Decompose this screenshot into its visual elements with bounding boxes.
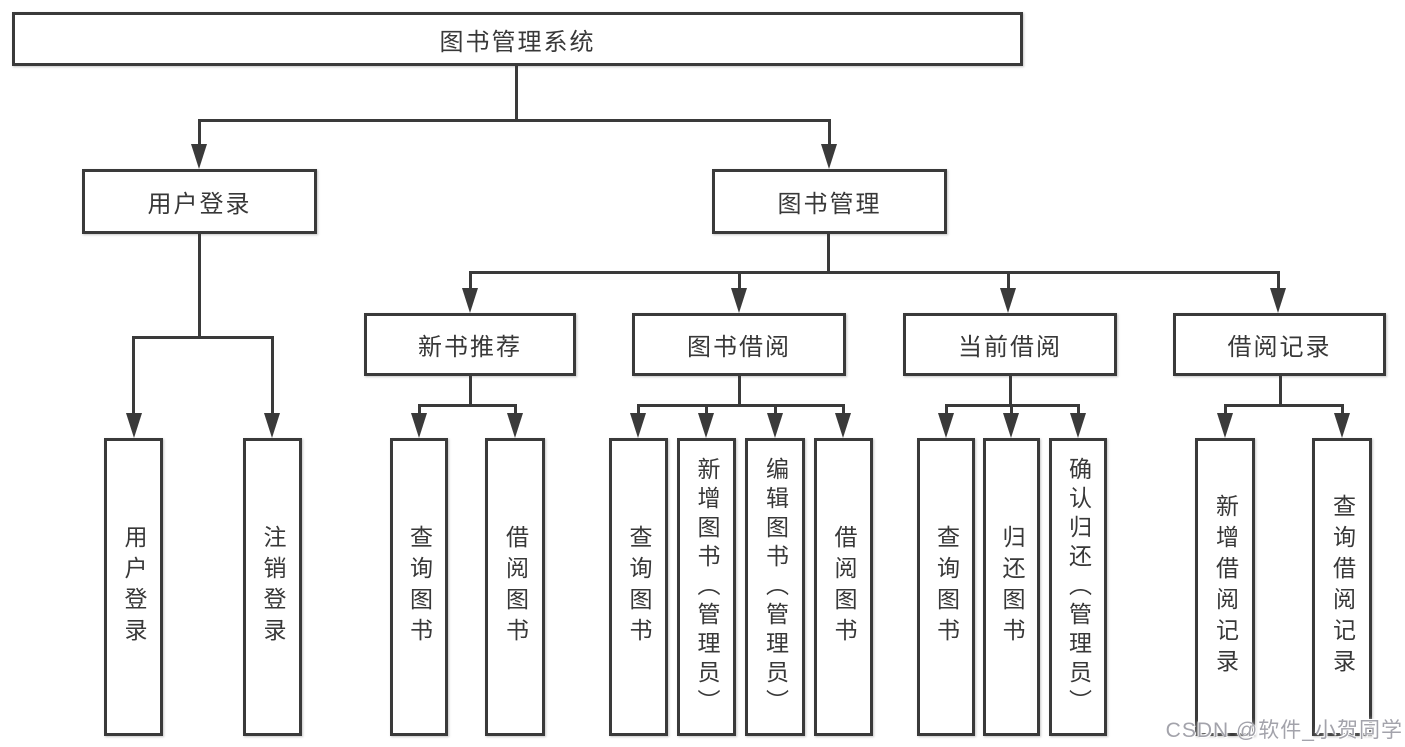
- connector-bookmgmt-stem: [827, 233, 830, 273]
- arrowhead-down-icon: [1270, 288, 1286, 313]
- connector-shaft: [1341, 404, 1344, 413]
- leaf-current-return-books: 归还图书: [983, 438, 1040, 736]
- arrowhead-down-icon: [767, 413, 783, 438]
- node-root-label: 图书管理系统: [439, 28, 596, 56]
- connector-shaft: [418, 404, 421, 413]
- node-new-book-recommend-label: 新书推荐: [418, 334, 522, 361]
- connector-root-stem: [515, 66, 518, 119]
- node-book-management-label: 图书管理: [777, 191, 882, 218]
- leaf-user-login: 用户登录: [104, 438, 163, 736]
- connector-records-rail: [1224, 404, 1343, 407]
- connector-shaft: [1007, 271, 1010, 288]
- connector-shaft: [738, 271, 741, 288]
- arrowhead-down-icon: [507, 413, 523, 438]
- leaf-borrow-query-books-label: 查询图书: [626, 525, 652, 649]
- arrowhead-down-icon: [1334, 413, 1350, 438]
- arrowhead-down-icon: [411, 413, 427, 438]
- connector-shaft: [828, 119, 831, 144]
- connector-shaft: [132, 336, 135, 413]
- node-book-borrow-label: 图书借阅: [687, 334, 791, 361]
- leaf-borrow-edit-books-label: 编辑图书（管理员）: [762, 456, 789, 718]
- watermark: CSDN @软件_小贺同学: [1165, 719, 1403, 742]
- connector-bookborrow-rail: [637, 404, 845, 407]
- leaf-newbooks-borrow-books: 借阅图书: [485, 438, 545, 736]
- connector-shaft: [1010, 404, 1013, 413]
- leaf-logout: 注销登录: [243, 438, 302, 736]
- node-root: 图书管理系统: [12, 12, 1023, 66]
- connector-shaft: [945, 404, 948, 413]
- arrowhead-down-icon: [835, 413, 851, 438]
- leaf-records-query-record: 查询借阅记录: [1312, 438, 1372, 736]
- node-new-book-recommend: 新书推荐: [364, 313, 576, 376]
- node-borrow-records-label: 借阅记录: [1227, 334, 1332, 361]
- connector-shaft: [842, 404, 845, 413]
- leaf-records-query-record-label: 查询借阅记录: [1329, 494, 1356, 680]
- leaf-borrow-borrow-books: 借阅图书: [814, 438, 873, 736]
- leaf-newbooks-query-books: 查询图书: [390, 438, 448, 736]
- arrowhead-down-icon: [462, 288, 478, 313]
- arrowhead-down-icon: [126, 413, 142, 438]
- connector-bookmgmt-rail: [469, 271, 1280, 274]
- arrowhead-down-icon: [630, 413, 646, 438]
- arrowhead-down-icon: [821, 144, 837, 169]
- connector-bookborrow-stem: [738, 376, 741, 406]
- connector-userlogin-rail: [133, 336, 274, 339]
- leaf-logout-label: 注销登录: [260, 525, 286, 649]
- leaf-records-add-record: 新增借阅记录: [1195, 438, 1255, 736]
- leaf-current-query-books-label: 查询图书: [933, 525, 960, 649]
- leaf-borrow-add-books-label: 新增图书（管理员）: [694, 456, 720, 718]
- leaf-current-confirm-return-label: 确认归还（管理员）: [1065, 456, 1092, 718]
- connector-shaft: [514, 404, 517, 413]
- connector-shaft: [271, 336, 274, 413]
- connector-shaft: [1224, 404, 1227, 413]
- arrowhead-down-icon: [191, 144, 207, 169]
- leaf-borrow-add-books: 新增图书（管理员）: [677, 438, 736, 736]
- arrowhead-down-icon: [698, 413, 714, 438]
- leaf-newbooks-borrow-books-label: 借阅图书: [502, 525, 529, 649]
- connector-userlogin-stem: [198, 234, 201, 336]
- connector-root-rail: [198, 119, 831, 122]
- node-current-borrow: 当前借阅: [903, 313, 1117, 376]
- leaf-current-return-books-label: 归还图书: [999, 525, 1025, 649]
- connector-shaft: [705, 404, 708, 413]
- node-book-management: 图书管理: [712, 169, 947, 234]
- arrowhead-down-icon: [1000, 288, 1016, 313]
- node-user-login: 用户登录: [82, 169, 317, 234]
- leaf-current-query-books: 查询图书: [917, 438, 975, 736]
- connector-shaft: [1077, 404, 1080, 413]
- connector-currentborrow-stem: [1009, 376, 1012, 406]
- connector-records-stem: [1279, 376, 1282, 406]
- leaf-newbooks-query-books-label: 查询图书: [406, 525, 433, 649]
- connector-shaft: [774, 404, 777, 413]
- connector-shaft: [469, 271, 472, 288]
- connector-shaft: [198, 119, 201, 144]
- leaf-borrow-borrow-books-label: 借阅图书: [831, 525, 857, 649]
- leaf-user-login-label: 用户登录: [121, 525, 147, 649]
- leaf-borrow-query-books: 查询图书: [609, 438, 668, 736]
- connector-newbooks-stem: [469, 376, 472, 406]
- node-current-borrow-label: 当前借阅: [958, 334, 1062, 361]
- node-borrow-records: 借阅记录: [1173, 313, 1386, 376]
- arrowhead-down-icon: [1003, 413, 1019, 438]
- connector-newbooks-rail: [418, 404, 517, 407]
- connector-shaft: [1277, 271, 1280, 288]
- leaf-records-add-record-label: 新增借阅记录: [1212, 494, 1239, 680]
- arrowhead-down-icon: [1070, 413, 1086, 438]
- arrowhead-down-icon: [264, 413, 280, 438]
- node-book-borrow: 图书借阅: [632, 313, 846, 376]
- leaf-borrow-edit-books: 编辑图书（管理员）: [745, 438, 805, 736]
- leaf-current-confirm-return: 确认归还（管理员）: [1049, 438, 1107, 736]
- connector-shaft: [637, 404, 640, 413]
- node-user-login-label: 用户登录: [147, 191, 252, 218]
- arrowhead-down-icon: [1217, 413, 1233, 438]
- arrowhead-down-icon: [938, 413, 954, 438]
- arrowhead-down-icon: [731, 288, 747, 313]
